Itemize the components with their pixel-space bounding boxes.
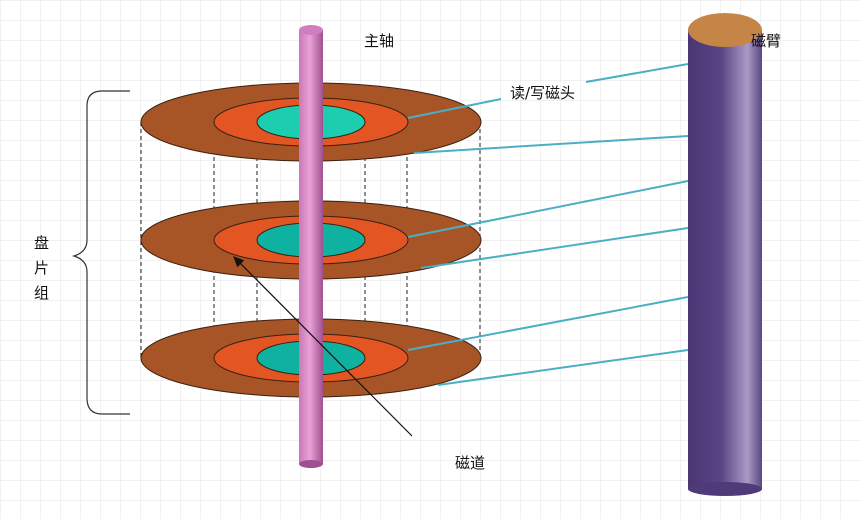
platter-group-label-1: 盘 [34,234,49,252]
track-label: 磁道 [455,454,485,472]
head-label: 读/写磁头 [510,84,575,102]
platter-group-label-2: 片 [34,259,49,277]
spindle-label: 主轴 [364,32,394,50]
platter-guide-lines [140,122,481,358]
arm-label: 磁臂 [751,32,781,50]
platter-group-brace [71,90,130,415]
arm-cylinder [688,13,762,496]
read-write-head-lines [407,63,689,386]
platter-group-label-3: 组 [34,284,49,302]
track-pointer-arrow [233,256,413,437]
spindle [299,25,323,468]
